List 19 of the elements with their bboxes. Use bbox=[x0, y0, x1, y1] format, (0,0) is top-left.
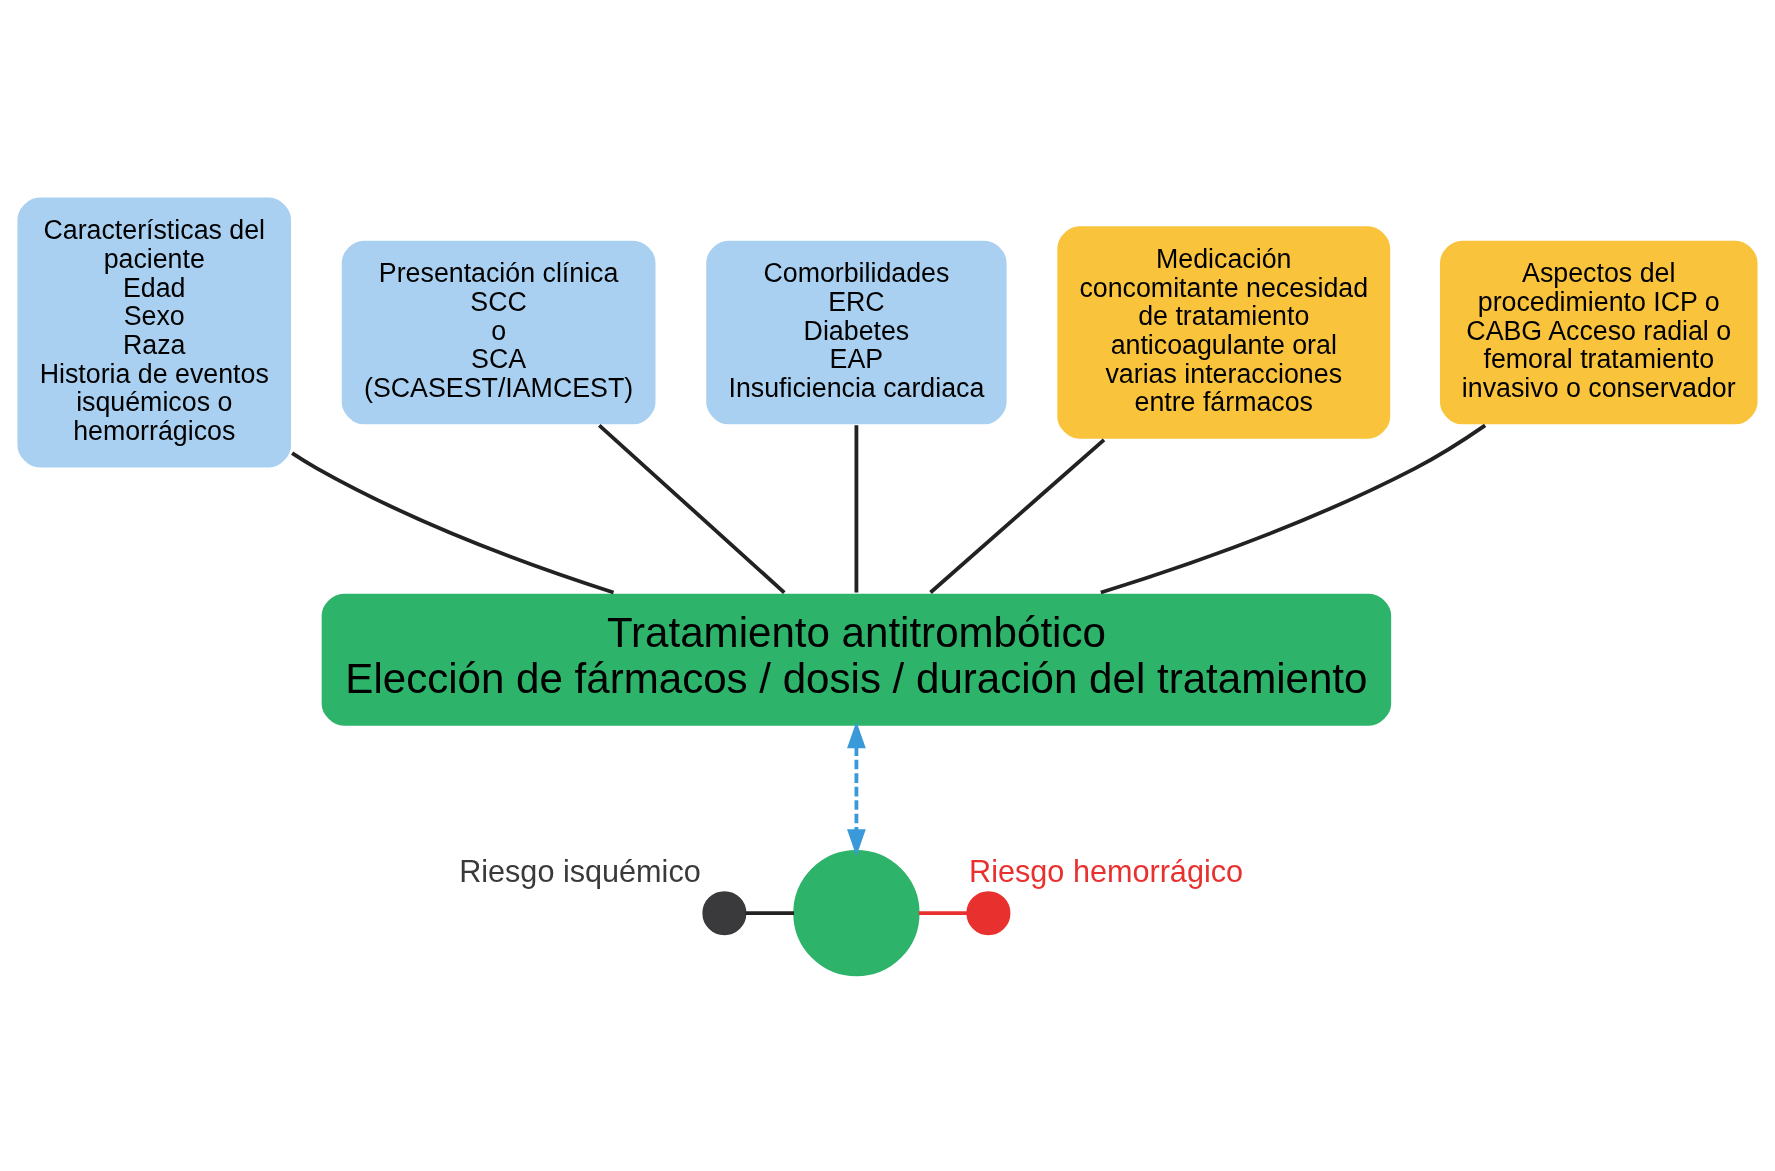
node-box: Medicación concomitante necesidad de tratamiento anticoagulante oral varias interacciones entre fármacos bbox=[1055, 223, 1393, 441]
node-box: Aspectos del procedimiento ICP o CABG Acceso radial o femoral tratamiento invasivo o conservador bbox=[1438, 238, 1760, 426]
connector bbox=[1100, 423, 1487, 594]
node-circle bbox=[966, 890, 1011, 935]
node-box: Presentación clínica SCC o SCA (SCASEST/IAMCEST) bbox=[339, 238, 658, 426]
connector bbox=[918, 910, 968, 915]
node-box: Tratamiento antitrombótico Elección de fármacos / dosis / duración del tratamiento bbox=[319, 591, 1394, 728]
arrow bbox=[847, 720, 866, 856]
node-label: Riesgo isquémico bbox=[459, 853, 701, 888]
connector bbox=[597, 423, 786, 594]
connector bbox=[291, 451, 615, 594]
node-box: Comorbilidades ERC Diabetes EAP Insuficiencia cardiaca bbox=[704, 238, 1009, 426]
connector bbox=[929, 437, 1106, 594]
node-box: Características del paciente Edad Sexo Raza Historia de eventos isquémicos o hemorrágicos bbox=[15, 195, 293, 469]
node-circle bbox=[702, 890, 747, 935]
connector bbox=[745, 910, 795, 915]
node-label: Riesgo hemorrágico bbox=[969, 853, 1244, 888]
connector bbox=[854, 424, 859, 593]
node-circle bbox=[793, 849, 920, 976]
